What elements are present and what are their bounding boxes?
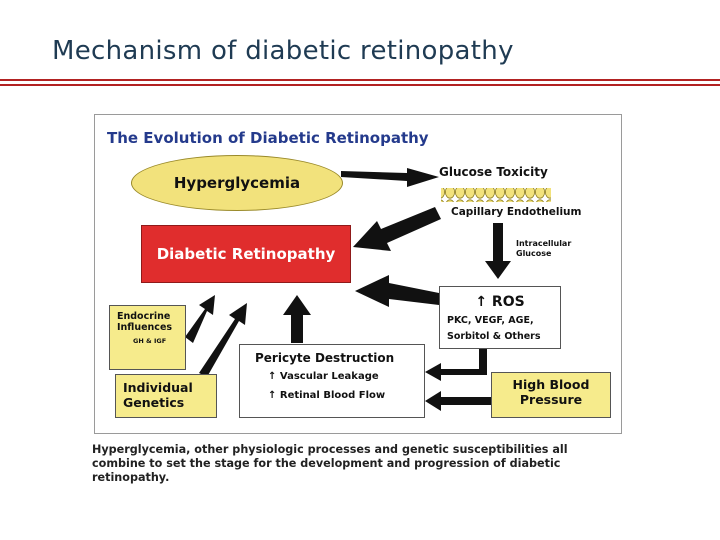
- arrow-hyperglycemia-to-glucose-toxicity: [341, 168, 439, 187]
- pericyte-title: Pericyte Destruction: [255, 351, 395, 365]
- arrow-genetics-to-retinopathy: [199, 303, 247, 377]
- genetics-line-2: Genetics: [123, 395, 185, 410]
- intracellular-glucose-label: Intracellular Glucose: [516, 239, 571, 259]
- ros-title: ↑ ROS: [475, 294, 525, 310]
- glucose-line: Glucose: [516, 249, 552, 258]
- figure-caption: Hyperglycemia, other physiologic process…: [92, 443, 568, 484]
- retinal-blood-flow-label: Retinal Blood Flow: [279, 390, 386, 401]
- vascular-leakage-label: Vascular Leakage: [279, 371, 379, 382]
- capillary-endothelium-chain: [441, 188, 551, 202]
- arrow-ros-to-pericyte: [425, 347, 487, 381]
- endocrine-title: Endocrine Influences: [117, 311, 172, 333]
- endocrine-box: Endocrine Influences GH & IGF: [109, 305, 186, 370]
- hyperglycemia-ellipse: Hyperglycemia: [131, 155, 343, 211]
- endocrine-sub: GH & IGF: [133, 337, 167, 345]
- arrow-endocrine-to-retinopathy: [185, 295, 215, 343]
- genetics-box: Individual Genetics: [115, 374, 217, 418]
- ros-box: ↑ ROS PKC, VEGF, AGE, Sorbitol & Others: [439, 286, 561, 349]
- arrow-hbp-to-pericyte: [425, 391, 491, 411]
- up-arrow-icon: ↑: [268, 390, 277, 401]
- high-blood-pressure-box: High Blood Pressure: [491, 372, 611, 418]
- title-divider-top: [0, 79, 720, 81]
- pericyte-box: Pericyte Destruction ↑ Vascular Leakage …: [239, 344, 425, 418]
- diagram-arrows: [185, 168, 551, 411]
- ros-line-1: PKC, VEGF, AGE,: [447, 315, 534, 326]
- slide-title: Mechanism of diabetic retinopathy: [52, 36, 514, 66]
- hyperglycemia-label: Hyperglycemia: [173, 174, 301, 192]
- genetics-line-1: Individual: [123, 380, 193, 395]
- diabetic-retinopathy-label: Diabetic Retinopathy: [156, 245, 336, 263]
- pericyte-item-blood-flow: ↑ Retinal Blood Flow: [268, 390, 385, 401]
- high-blood-pressure-text: High Blood Pressure: [492, 377, 610, 407]
- ros-line-2: Sorbitol & Others: [447, 331, 541, 342]
- arrow-pericyte-to-retinopathy: [283, 295, 311, 343]
- hbp-line-1: High Blood: [512, 377, 590, 392]
- arrow-ros-to-retinopathy: [355, 275, 439, 307]
- glucose-toxicity-label: Glucose Toxicity: [439, 165, 548, 179]
- endocrine-line-2: Influences: [117, 322, 173, 333]
- intracellular-line: Intracellular: [516, 239, 572, 248]
- title-divider-bottom: [0, 84, 720, 86]
- genetics-text: Individual Genetics: [123, 380, 193, 410]
- arrow-glucose-to-retinopathy: [353, 207, 441, 251]
- arrow-endothelium-to-ros: [485, 223, 511, 279]
- endocrine-line-1: Endocrine: [117, 311, 171, 322]
- pericyte-item-vascular: ↑ Vascular Leakage: [268, 371, 379, 382]
- diagram-figure: The Evolution of Diabetic Retinopathy Hy…: [94, 114, 622, 434]
- diabetic-retinopathy-box: Diabetic Retinopathy: [141, 225, 351, 283]
- capillary-endothelium-label: Capillary Endothelium: [451, 206, 582, 218]
- hbp-line-2: Pressure: [519, 392, 583, 407]
- up-arrow-icon: ↑: [268, 371, 277, 382]
- figure-title: The Evolution of Diabetic Retinopathy: [107, 129, 429, 147]
